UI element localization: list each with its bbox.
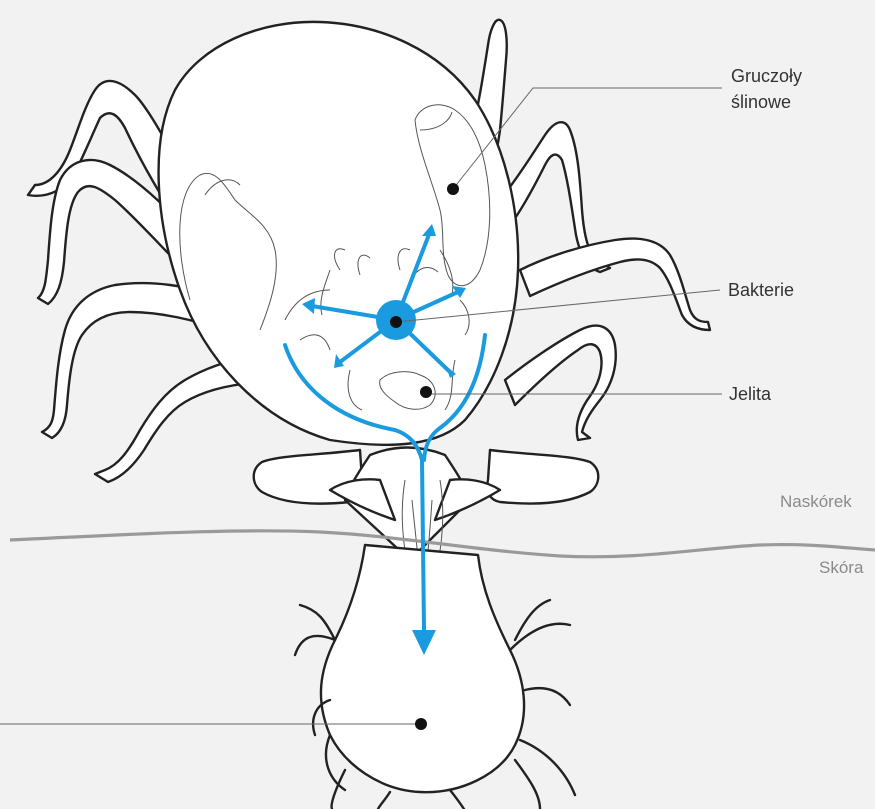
label-salivary-glands-line2: ślinowe <box>731 90 791 114</box>
label-skin: Skóra <box>819 556 863 580</box>
label-bacteria: Bakterie <box>728 278 794 302</box>
label-gut: Jelita <box>729 382 771 406</box>
label-salivary-glands-line1: Gruczoły <box>731 64 802 88</box>
label-epidermis: Naskórek <box>780 490 852 514</box>
